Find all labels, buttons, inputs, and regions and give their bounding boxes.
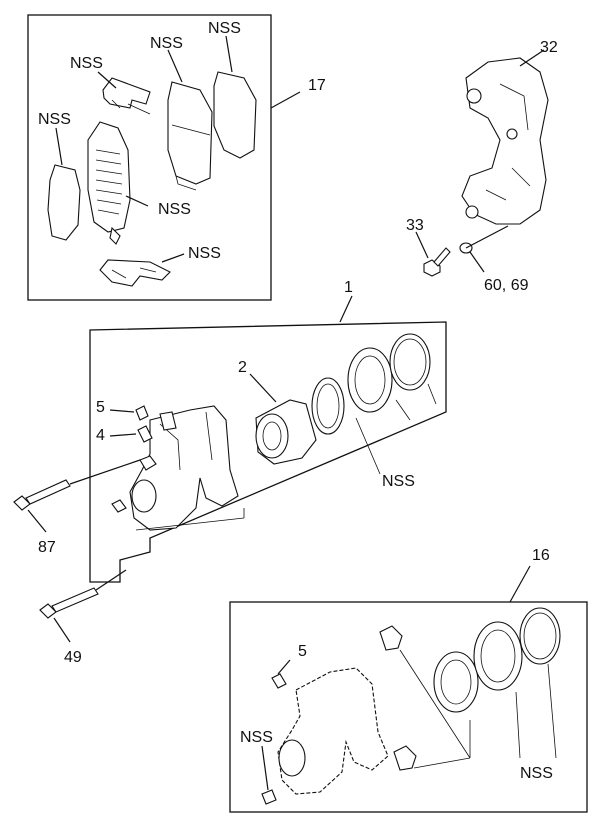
leader-4 [109,433,137,437]
leader-87 [27,509,47,533]
kit-dust-boot-inner [480,629,516,683]
seal-kit-group: 16 5 NSS NSS [229,547,588,813]
caliper-body [129,405,239,531]
guide-pin-boot [261,789,277,805]
piston-seal-inner [316,383,340,429]
clip-detail [111,99,151,115]
kit-piston-seal-inner [440,659,472,705]
guide-pin-small [111,499,127,513]
wear-indicator [109,226,121,245]
bushing-lower [393,745,417,771]
leader-49 [53,617,71,643]
label-nss-boot: NSS [240,729,273,746]
caliper-assembly-group: 1 5 4 2 NSS [13,279,447,666]
brake-pad-inner [167,81,213,185]
leader-nss-pad2 [225,35,233,73]
backing-plate-slots [95,149,123,215]
label-nss-lowclip: NSS [188,245,221,262]
leader-33 [415,231,429,259]
kit-dust-boot [473,621,523,691]
pad-backing-plate [87,121,131,233]
washer-to-bracket-line [465,225,509,249]
label-nss-pad2: NSS [208,20,241,37]
label-4: 4 [96,427,105,444]
label-nss-seals: NSS [382,473,415,490]
label-87: 87 [38,539,56,556]
leader-5-kit [277,659,291,675]
nss-tie-lines [355,383,437,475]
bracket-detail [485,83,531,201]
leader-2 [249,373,277,403]
seal-kit-box [229,601,588,813]
label-32: 32 [540,39,558,56]
leader-nss-clip [97,71,117,89]
label-nss-plate: NSS [158,201,191,218]
label-16: 16 [532,547,550,564]
kit-tie-lines [399,649,557,769]
dust-boot-inner [354,355,386,405]
caliper-boss [159,411,177,431]
label-5: 5 [96,399,105,416]
leader-nss-boot [261,745,269,791]
bleeder-port [139,455,157,471]
bracket-bolt-shank [433,247,451,267]
bracket-upper-hole [466,88,482,104]
bolt-87-shank [25,479,71,505]
anti-squeal-clip [102,77,151,109]
label-nss-clip: NSS [70,55,103,72]
bolt-87-to-body [69,459,141,485]
caliper-cylinder-ref [278,739,306,777]
bleeder-cap-kit [271,673,287,689]
label-nss-pad1: NSS [150,35,183,52]
pad-inner-detail [171,124,211,191]
leader-nss-lowclip [161,253,185,263]
bracket-lower-hole [465,205,479,219]
leader-nss-pad1 [167,49,183,83]
label-49: 49 [64,649,82,666]
bracket-line-body [135,508,245,531]
leader-5 [109,409,135,413]
leader-17 [270,91,301,109]
caliper-body-ref [277,667,389,795]
boot-ring [389,333,431,391]
bleeder-screw [137,425,153,443]
bolt-49-to-body [95,569,127,591]
label-nss-shim: NSS [38,111,71,128]
pad-kit-box [27,14,272,301]
label-nss-kit: NSS [520,765,553,782]
caliper-assembly-box [89,321,447,583]
label-33: 33 [406,217,424,234]
label-60-69: 60, 69 [484,277,529,294]
caliper-cylinder-end [131,479,157,513]
lower-clip-detail [111,267,157,279]
bracket-mid-hole [506,128,518,140]
leader-16 [509,565,531,603]
piston-seal [311,377,345,435]
caliper-bracket-group: 32 33 60, 69 [406,39,558,294]
outer-shim [47,164,81,241]
piston-face [255,413,289,459]
piston-bore [262,421,282,451]
bushing-upper [379,625,403,651]
lower-clip [99,259,171,287]
leader-32 [519,49,545,67]
leader-60-69 [469,251,485,273]
label-1: 1 [344,279,353,296]
boot-ring-inner [393,338,427,386]
kit-boot-ring [519,607,561,665]
leader-nss-plate [125,195,149,207]
label-17: 17 [308,77,326,94]
brake-pad-outer [213,71,257,159]
bolt-49-shank [51,587,99,613]
kit-boot-ring-inner [523,612,557,660]
leader-nss-shim [55,127,63,166]
bleeder-cap [135,405,149,421]
label-2: 2 [238,359,247,376]
label-5-kit: 5 [298,643,307,660]
leader-1 [339,295,353,323]
pad-kit-group: NSS NSS NSS NSS NSS NSS 17 [27,14,326,301]
